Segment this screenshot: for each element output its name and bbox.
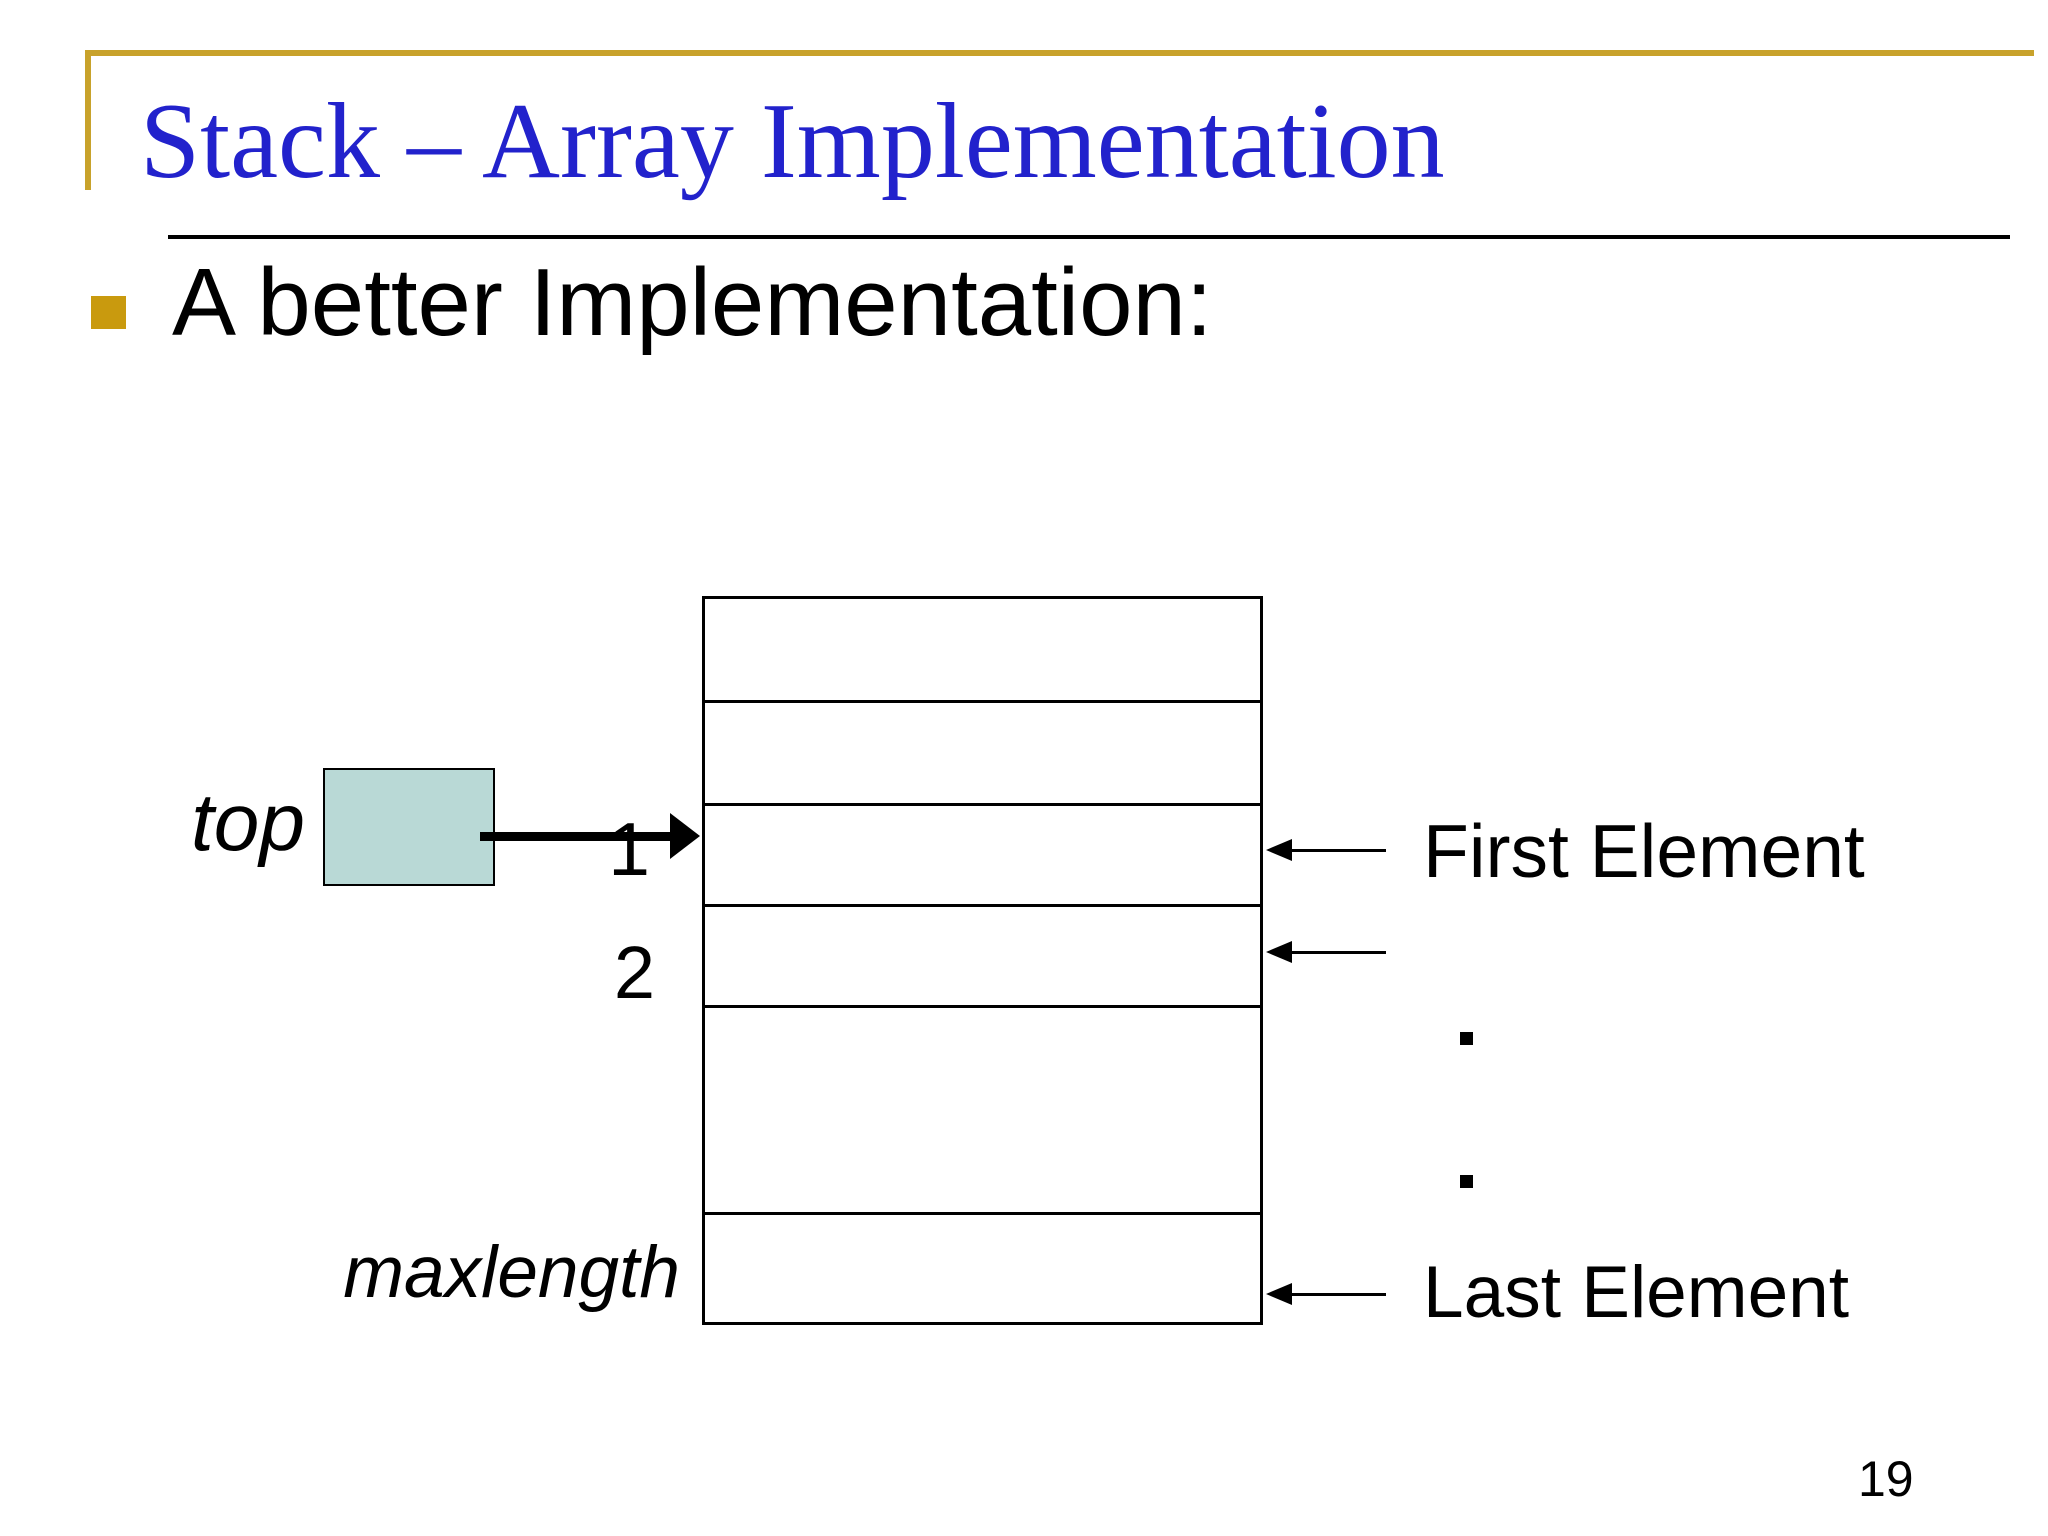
top-pointer-box (323, 768, 495, 886)
array-cell-divider (705, 700, 1260, 703)
array-index-label-maxlength: maxlength (343, 1232, 680, 1313)
top-pointer-arrow-line (480, 832, 672, 841)
array-cell-divider (705, 904, 1260, 907)
title-underline (168, 235, 2010, 239)
stack-array-box (702, 596, 1263, 1325)
first-element-arrow-line (1290, 849, 1386, 852)
second-element-arrow-head-icon (1266, 941, 1292, 963)
gold-horizontal-rule (85, 50, 2034, 56)
first-element-arrow-head-icon (1266, 839, 1292, 861)
page-number: 19 (1858, 1451, 1914, 1507)
vertical-ellipsis-dot (1460, 1032, 1473, 1045)
slide-title: Stack – Array Implementation (140, 82, 1445, 201)
top-pointer-label: top (191, 777, 305, 868)
bullet-text: A better Implementation: (172, 249, 1213, 356)
vertical-ellipsis-dot (1460, 1175, 1473, 1188)
array-cell-divider (705, 803, 1260, 806)
array-index-label-1: 1 (608, 807, 650, 891)
gold-vertical-rule (85, 50, 91, 190)
array-index-label-2: 2 (613, 931, 655, 1014)
bullet-marker-icon (91, 296, 126, 329)
array-cell-divider (705, 1005, 1260, 1008)
second-element-arrow-line (1290, 951, 1386, 954)
last-element-arrow-head-icon (1266, 1283, 1292, 1305)
first-element-label: First Element (1423, 809, 1865, 893)
last-element-arrow-line (1290, 1293, 1386, 1296)
top-pointer-arrow-head-icon (670, 813, 700, 859)
array-cell-divider (705, 1212, 1260, 1215)
last-element-label: Last Element (1423, 1252, 1850, 1333)
